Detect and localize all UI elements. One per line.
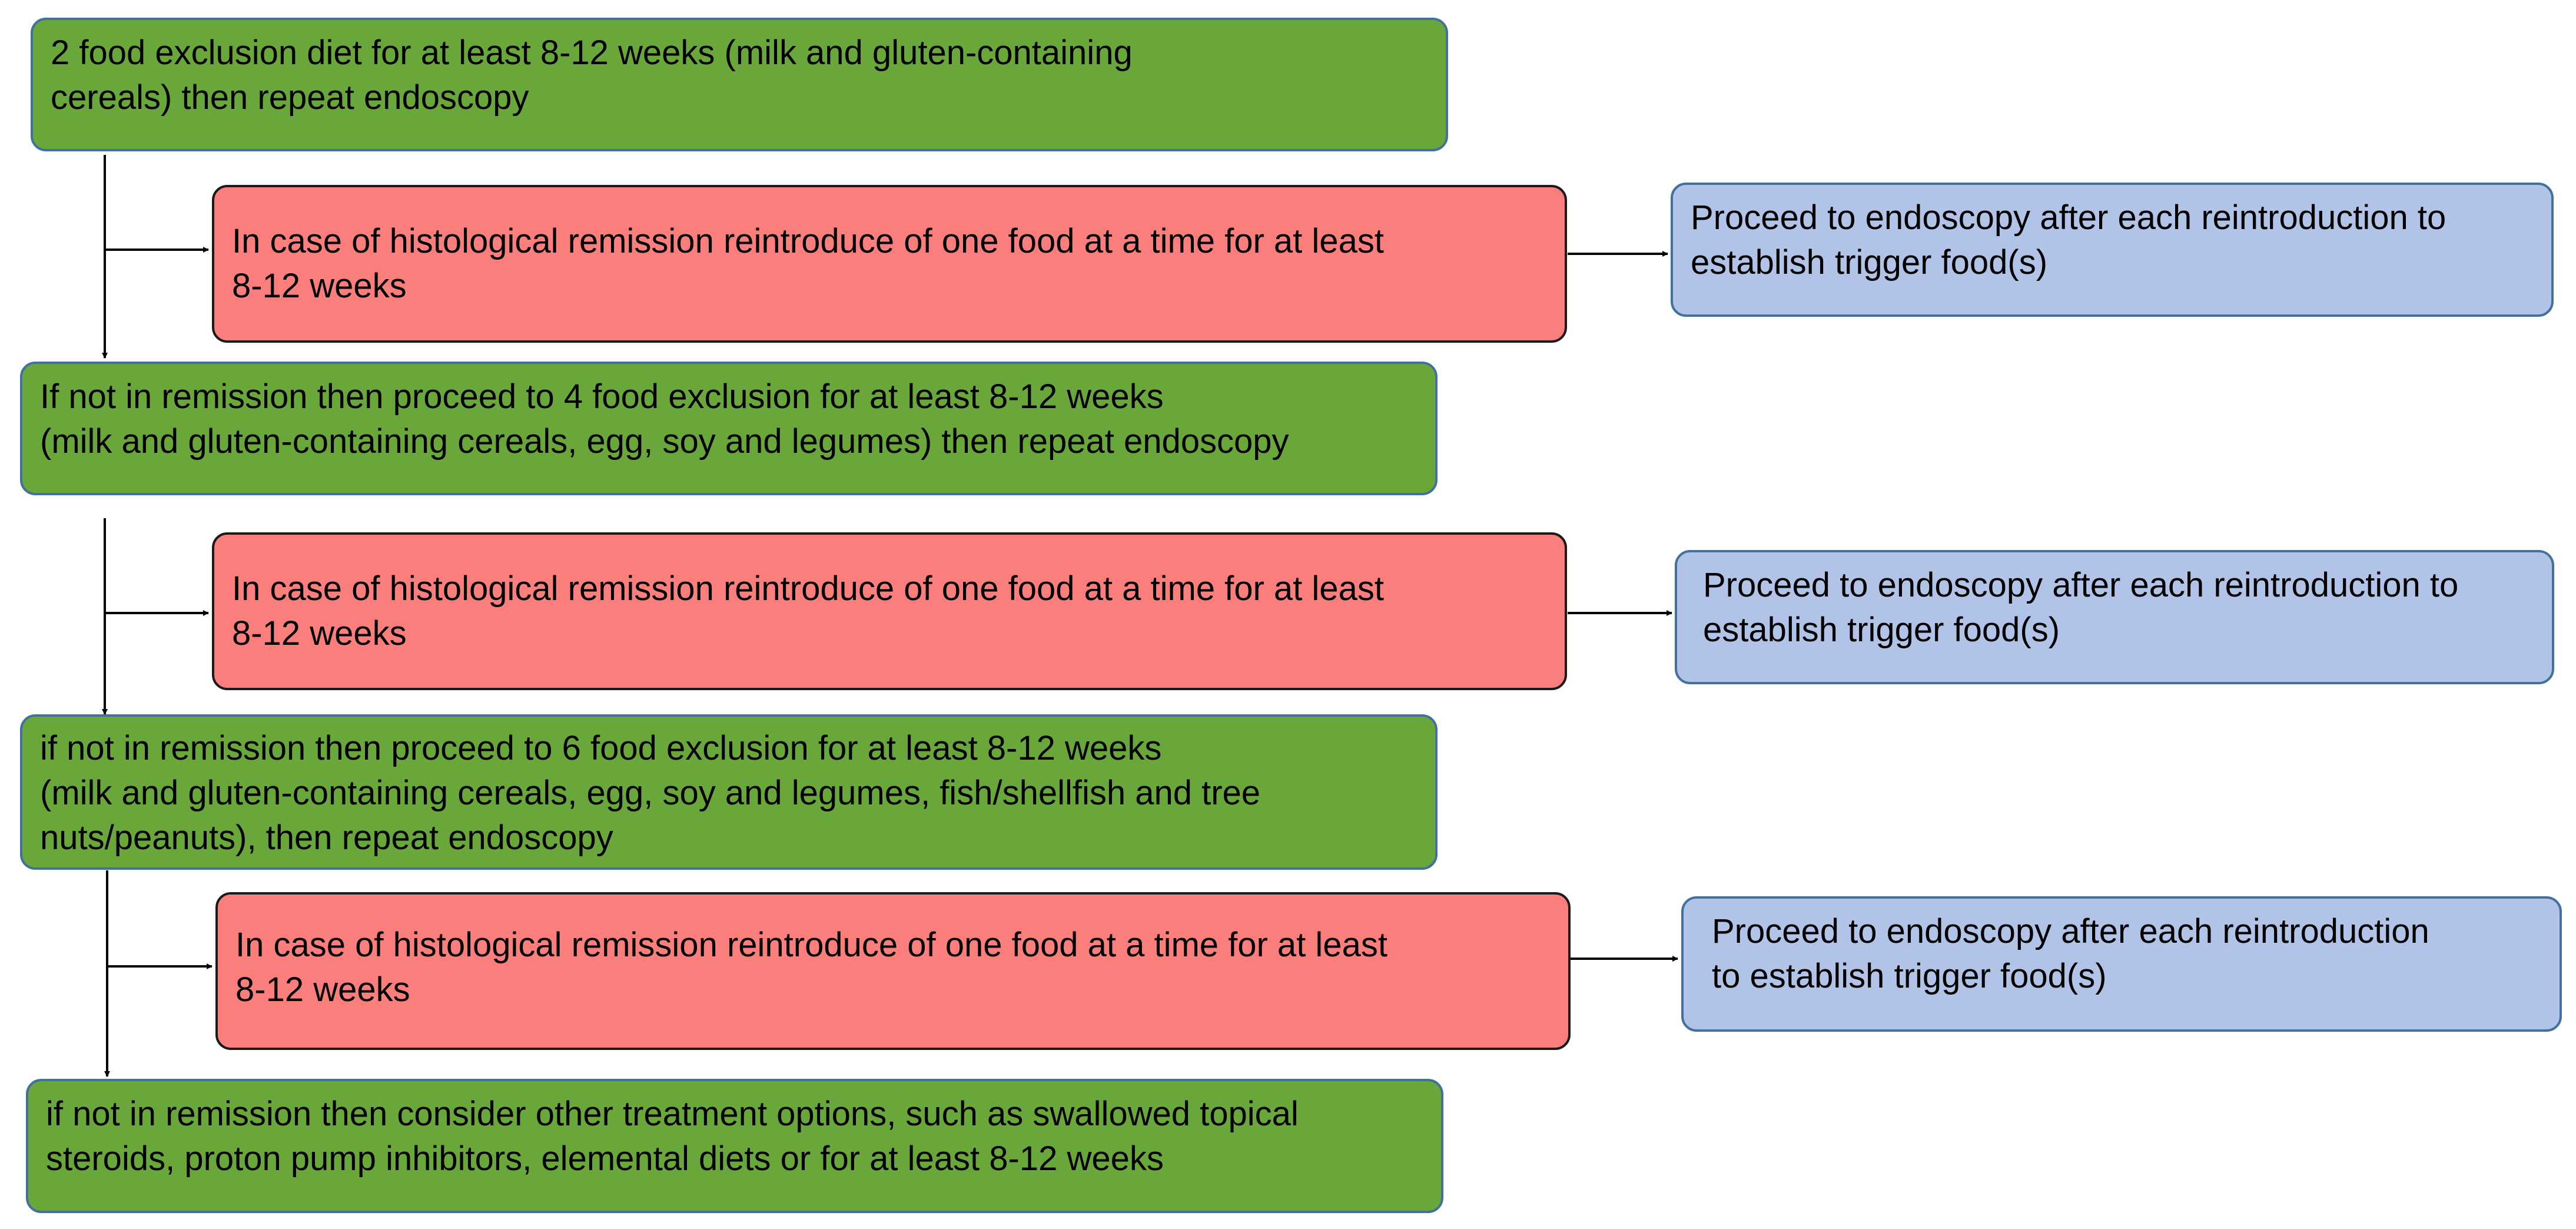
box-text-line: In case of histological remission reintr… (232, 222, 1384, 260)
box-text-line: establish trigger food(s) (1691, 243, 2048, 281)
box-text-line: 8-12 weeks (235, 970, 410, 1009)
step-box-6-food-exclusion: if not in remission then proceed to 6 fo… (20, 714, 1438, 870)
box-text-line: cereals) then repeat endoscopy (51, 78, 529, 117)
reintroduction-box-1: In case of histological remission reintr… (212, 185, 1567, 343)
box-text-line: In case of histological remission reintr… (235, 926, 1387, 964)
box-text-line: Proceed to endoscopy after each reintrod… (1712, 912, 2429, 950)
reintroduction-box-3: In case of histological remission reintr… (215, 892, 1571, 1050)
box-text-line: Proceed to endoscopy after each reintrod… (1703, 566, 2459, 604)
box-text-line: establish trigger food(s) (1703, 611, 2060, 649)
box-text-line: 8-12 weeks (232, 614, 407, 652)
box-text-line: if not in remission then proceed to 6 fo… (40, 729, 1162, 767)
box-text-line: 8-12 weeks (232, 267, 407, 305)
step-box-4-food-exclusion: If not in remission then proceed to 4 fo… (20, 362, 1438, 495)
box-text-line: if not in remission then consider other … (46, 1095, 1299, 1133)
box-text-line: 2 food exclusion diet for at least 8-12 … (51, 34, 1133, 72)
box-text-line: (milk and gluten-containing cereals, egg… (40, 422, 1289, 461)
endoscopy-box-2: Proceed to endoscopy after each reintrod… (1675, 550, 2554, 684)
reintroduction-box-2: In case of histological remission reintr… (212, 532, 1567, 690)
step-box-other-treatments: if not in remission then consider other … (26, 1079, 1443, 1213)
box-text-line: nuts/peanuts), then repeat endoscopy (40, 819, 613, 857)
box-text-line: If not in remission then proceed to 4 fo… (40, 377, 1164, 416)
endoscopy-box-3: Proceed to endoscopy after each reintrod… (1681, 896, 2562, 1032)
box-text-line: steroids, proton pump inhibitors, elemen… (46, 1139, 1164, 1178)
endoscopy-box-1: Proceed to endoscopy after each reintrod… (1671, 183, 2554, 317)
box-text-line: to establish trigger food(s) (1712, 957, 2107, 995)
box-text-line: (milk and gluten-containing cereals, egg… (40, 774, 1261, 812)
step-box-2-food-exclusion: 2 food exclusion diet for at least 8-12 … (31, 18, 1448, 151)
box-text-line: Proceed to endoscopy after each reintrod… (1691, 198, 2446, 237)
box-text-line: In case of histological remission reintr… (232, 569, 1384, 608)
